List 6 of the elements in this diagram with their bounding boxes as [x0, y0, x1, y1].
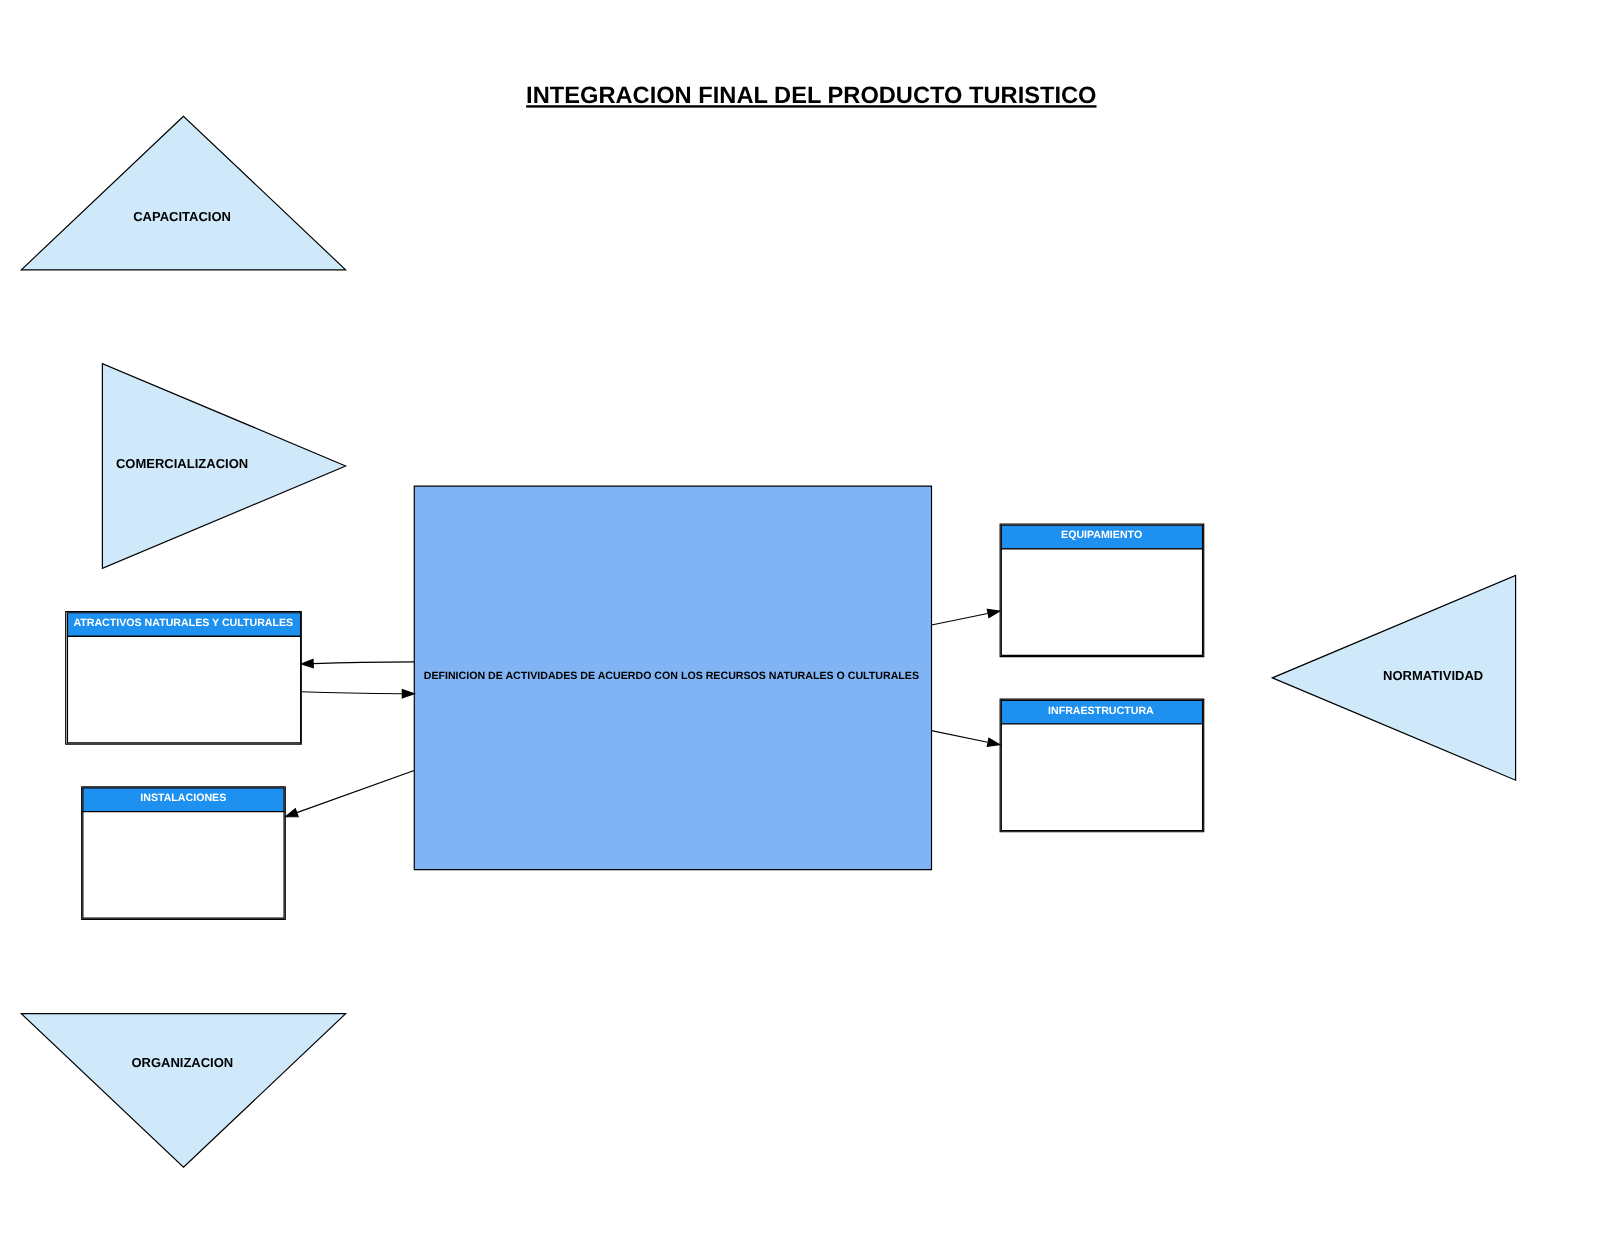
- arrow: [930, 607, 1002, 625]
- diagram-title: INTEGRACION FINAL DEL PRODUCTO TURISTICO: [526, 80, 1097, 109]
- arrow: [930, 729, 1002, 747]
- arrow: [283, 768, 415, 817]
- arrow: [300, 687, 416, 698]
- arrow: [299, 657, 415, 668]
